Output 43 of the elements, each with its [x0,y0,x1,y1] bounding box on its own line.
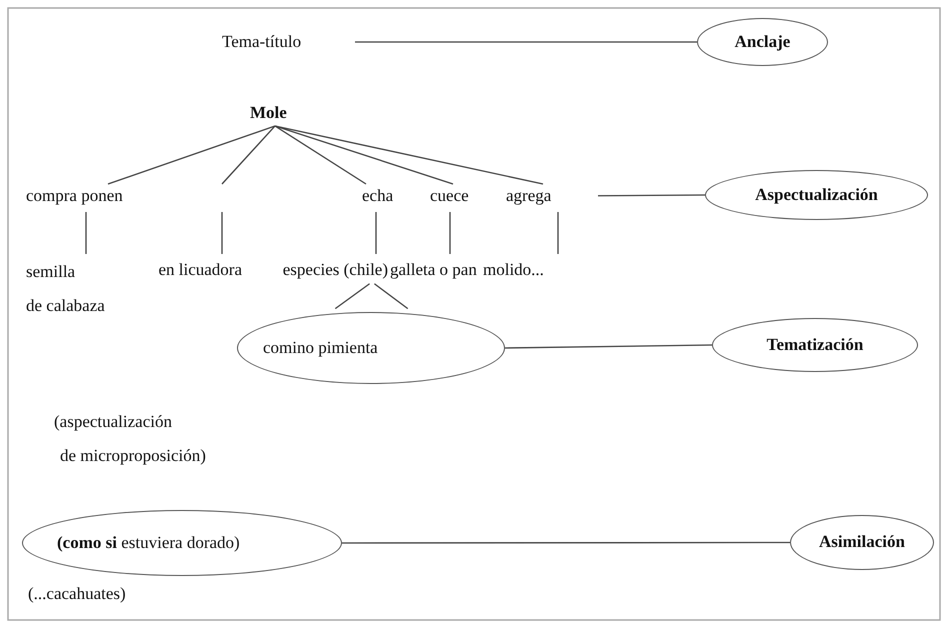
connector-line [449,212,451,254]
ellipse-node [712,318,918,372]
connector-line [221,212,223,254]
annotation-text: de microproposición) [60,446,206,466]
ellipse-label: comino pimienta [263,338,378,358]
connector-line [557,212,559,254]
connector-line [334,283,370,310]
node-text: en licuadora [158,260,242,280]
ellipse-label: Tematización [766,334,864,356]
node-text: compra ponen [26,186,124,206]
node-text: Tema-título [222,32,302,52]
ellipse-label: (como si estuviera dorado) [57,532,240,554]
connector-line [374,283,408,310]
node-text: agrega [506,186,552,206]
ellipse-node [697,18,828,66]
connector-line [85,212,87,254]
root-word: Mole [250,102,288,124]
connector-line [274,125,544,185]
connector-line [274,125,454,185]
ellipse-label: Aspectualización [755,184,878,206]
ellipse-node [790,515,934,570]
node-text: galleta o pan [390,260,478,280]
node-text: cuece [430,186,470,206]
ellipse-label: Asimilación [819,532,905,553]
ellipse-node [237,312,505,384]
ellipse-label: Anclaje [734,32,790,52]
connector-line [375,212,377,254]
connector-line [598,194,705,196]
node-text: especies (chile) [282,260,388,280]
connector-line [355,41,697,43]
connector-line [342,542,790,544]
node-text: de calabaza [26,296,106,316]
node-text: molido... [483,260,545,280]
connector-line [274,125,366,185]
ellipse-node [705,170,928,220]
annotation-text: (aspectualización [54,412,172,432]
node-text: semilla [26,262,76,282]
connector-line [222,126,276,184]
connector-line [108,125,276,185]
ellipse-node [22,510,342,576]
note-text: (...cacahuates) [28,584,126,604]
connector-line [505,344,712,349]
node-text: echa [362,186,394,206]
